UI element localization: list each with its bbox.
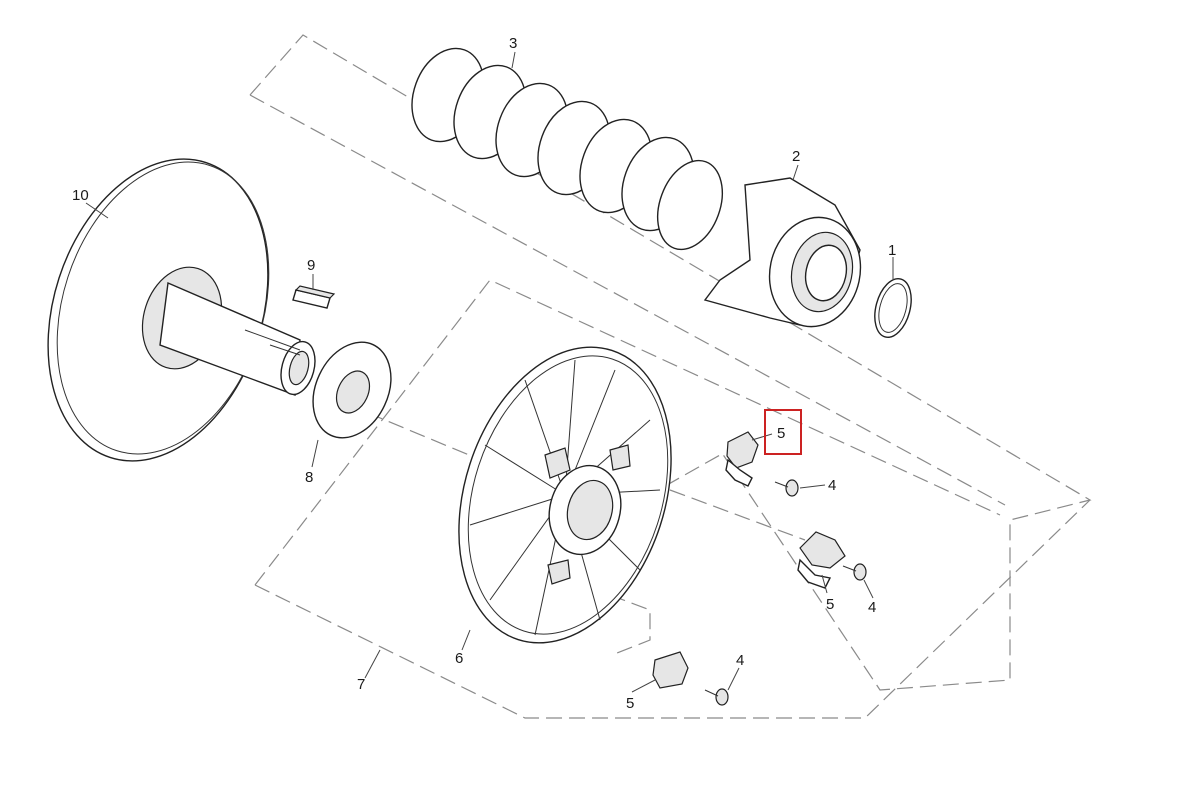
callout-label-1: 1: [888, 242, 896, 259]
part-9-key: [292, 285, 336, 309]
callout-label-7: 7: [357, 676, 365, 693]
callout-label-3: 3: [509, 35, 517, 52]
highlight-box: [764, 409, 802, 455]
callout-label-8: 8: [305, 469, 313, 486]
callout-label-4: 4: [828, 477, 836, 494]
part-5-roller-a: [725, 431, 759, 487]
assembly-outline-upper: [249, 34, 1092, 691]
callout-label-4: 4: [868, 599, 876, 616]
callout-label-10: 10: [72, 187, 89, 204]
part-1-circlip: [874, 277, 912, 339]
part-4-screw-b: [842, 563, 867, 581]
callout-label-5: 5: [826, 596, 834, 613]
callout-label-5-highlighted: 5: [777, 425, 785, 442]
part-3-spring: [411, 47, 723, 251]
assembly-outline-lower: [254, 279, 1091, 719]
part-6-movable-sheave: [458, 346, 672, 644]
callout-label-2: 2: [792, 148, 800, 165]
part-8-washer: [312, 341, 392, 439]
part-5-roller-c: [652, 651, 689, 689]
callout-label-9: 9: [307, 257, 315, 274]
leader-lines: [85, 51, 894, 693]
part-10-sheave: [47, 158, 316, 462]
part-5-roller-b: [797, 531, 846, 589]
part-4-screw-c: [704, 688, 729, 706]
callout-label-6: 6: [455, 650, 463, 667]
callout-label-4: 4: [736, 652, 744, 669]
part-2-cup: [703, 177, 862, 328]
callout-label-5: 5: [626, 695, 634, 712]
callout-labels: 1 2 3 4 4 4 5 5 5 6 7 8 9 10: [72, 35, 896, 712]
part-4-screw-a: [774, 479, 799, 497]
